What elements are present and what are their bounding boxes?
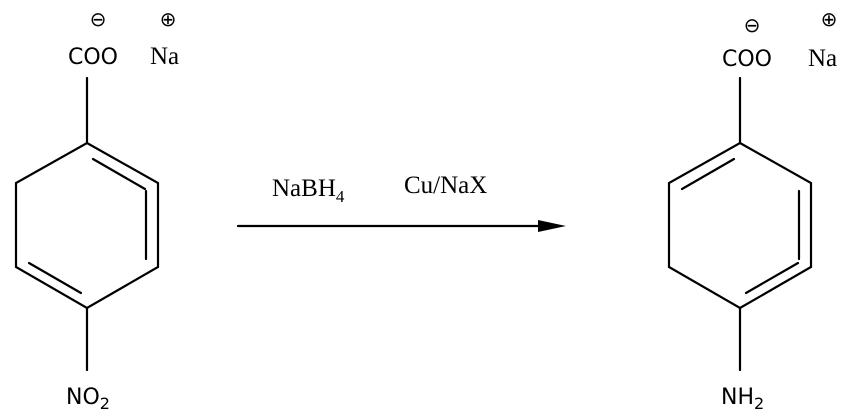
reductant-subscript: 4	[336, 187, 345, 206]
reactant-ring-double-bond	[91, 157, 147, 191]
product-top-charge: ⊖	[744, 13, 761, 37]
reactant-carboxylate-label: COO	[68, 45, 118, 70]
reaction-arrow-group: NaBH4 Cu/NaX	[236, 172, 566, 232]
reactant-counter-charge: ⊕	[160, 7, 177, 31]
product-benzene-ring	[667, 141, 813, 310]
reactant-nitro-main: NO	[66, 385, 100, 410]
reaction-arrow-head	[538, 220, 566, 232]
reactant-counter-ion-label: Na	[150, 43, 179, 70]
reactant-ring-double-bond	[27, 261, 83, 295]
product-ring-double-bond	[680, 157, 736, 191]
product-counter-charge: ⊕	[821, 7, 838, 31]
reductant-label: NaBH4	[272, 175, 345, 206]
product-amino-main: NH	[721, 385, 754, 410]
product-amino-subscript: 2	[754, 394, 764, 412]
reactant-top-charge: ⊖	[90, 7, 107, 31]
product-counter-ion-label: Na	[808, 45, 837, 72]
catalyst-label: Cu/NaX	[404, 172, 487, 199]
reactant-nitro-label: NO2	[66, 385, 110, 412]
reactant-molecule: ⊖ COO ⊕ Na NO2	[14, 7, 179, 412]
reductant-main: NaBH	[272, 175, 336, 202]
reactant-benzene-ring	[14, 141, 160, 310]
product-amino-label: NH2	[721, 385, 764, 412]
product-carboxylate-label: COO	[722, 47, 772, 72]
product-molecule: ⊖ COO ⊕ Na NH2	[667, 7, 838, 412]
reactant-nitro-subscript: 2	[100, 394, 110, 412]
product-ring-double-bond	[744, 261, 800, 295]
